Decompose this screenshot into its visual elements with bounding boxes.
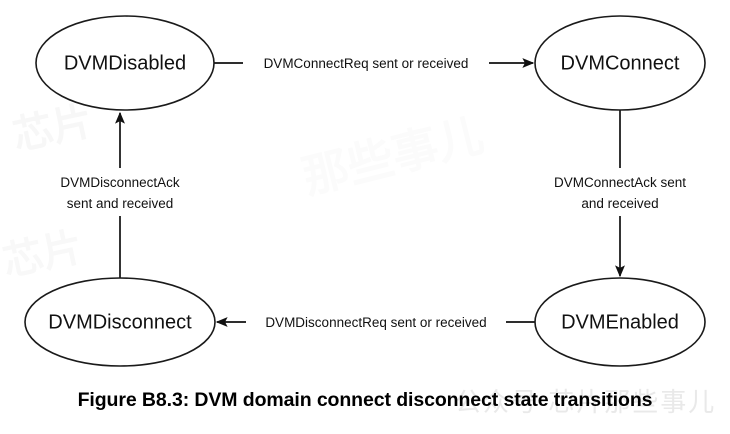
state-ellipse-dvm-enabled[interactable] bbox=[534, 277, 706, 367]
edge-label-disconnect-to-disabled-line2: sent and received bbox=[67, 196, 174, 211]
state-label-dvm-enabled: DVMEnabled bbox=[561, 311, 679, 333]
edge-label-connect-to-enabled-line2: and received bbox=[581, 196, 658, 211]
state-node-dvm-disconnect[interactable]: DVMDisconnect bbox=[24, 277, 216, 367]
state-label-dvm-connect: DVMConnect bbox=[561, 52, 680, 74]
state-node-dvm-enabled[interactable]: DVMEnabled bbox=[534, 277, 706, 367]
state-label-dvm-disabled: DVMDisabled bbox=[64, 52, 186, 74]
state-node-dvm-connect[interactable]: DVMConnect bbox=[534, 15, 706, 111]
state-ellipse-dvm-disabled[interactable] bbox=[35, 15, 215, 111]
state-node-dvm-disabled[interactable]: DVMDisabled bbox=[35, 15, 215, 111]
edge-label-disabled-to-connect: DVMConnectReq sent or received bbox=[264, 56, 469, 71]
figure-caption: Figure B8.3: DVM domain connect disconne… bbox=[77, 389, 653, 411]
state-ellipse-dvm-disconnect[interactable] bbox=[24, 277, 216, 367]
edge-label-connect-to-enabled-line1: DVMConnectAck sent bbox=[554, 175, 686, 190]
edge-label-enabled-to-disconnect: DVMDisconnectReq sent or received bbox=[265, 315, 486, 330]
state-ellipse-dvm-connect[interactable] bbox=[534, 15, 706, 111]
edge-label-disconnect-to-disabled-line1: DVMDisconnectAck bbox=[60, 175, 180, 190]
state-label-dvm-disconnect: DVMDisconnect bbox=[48, 311, 192, 333]
